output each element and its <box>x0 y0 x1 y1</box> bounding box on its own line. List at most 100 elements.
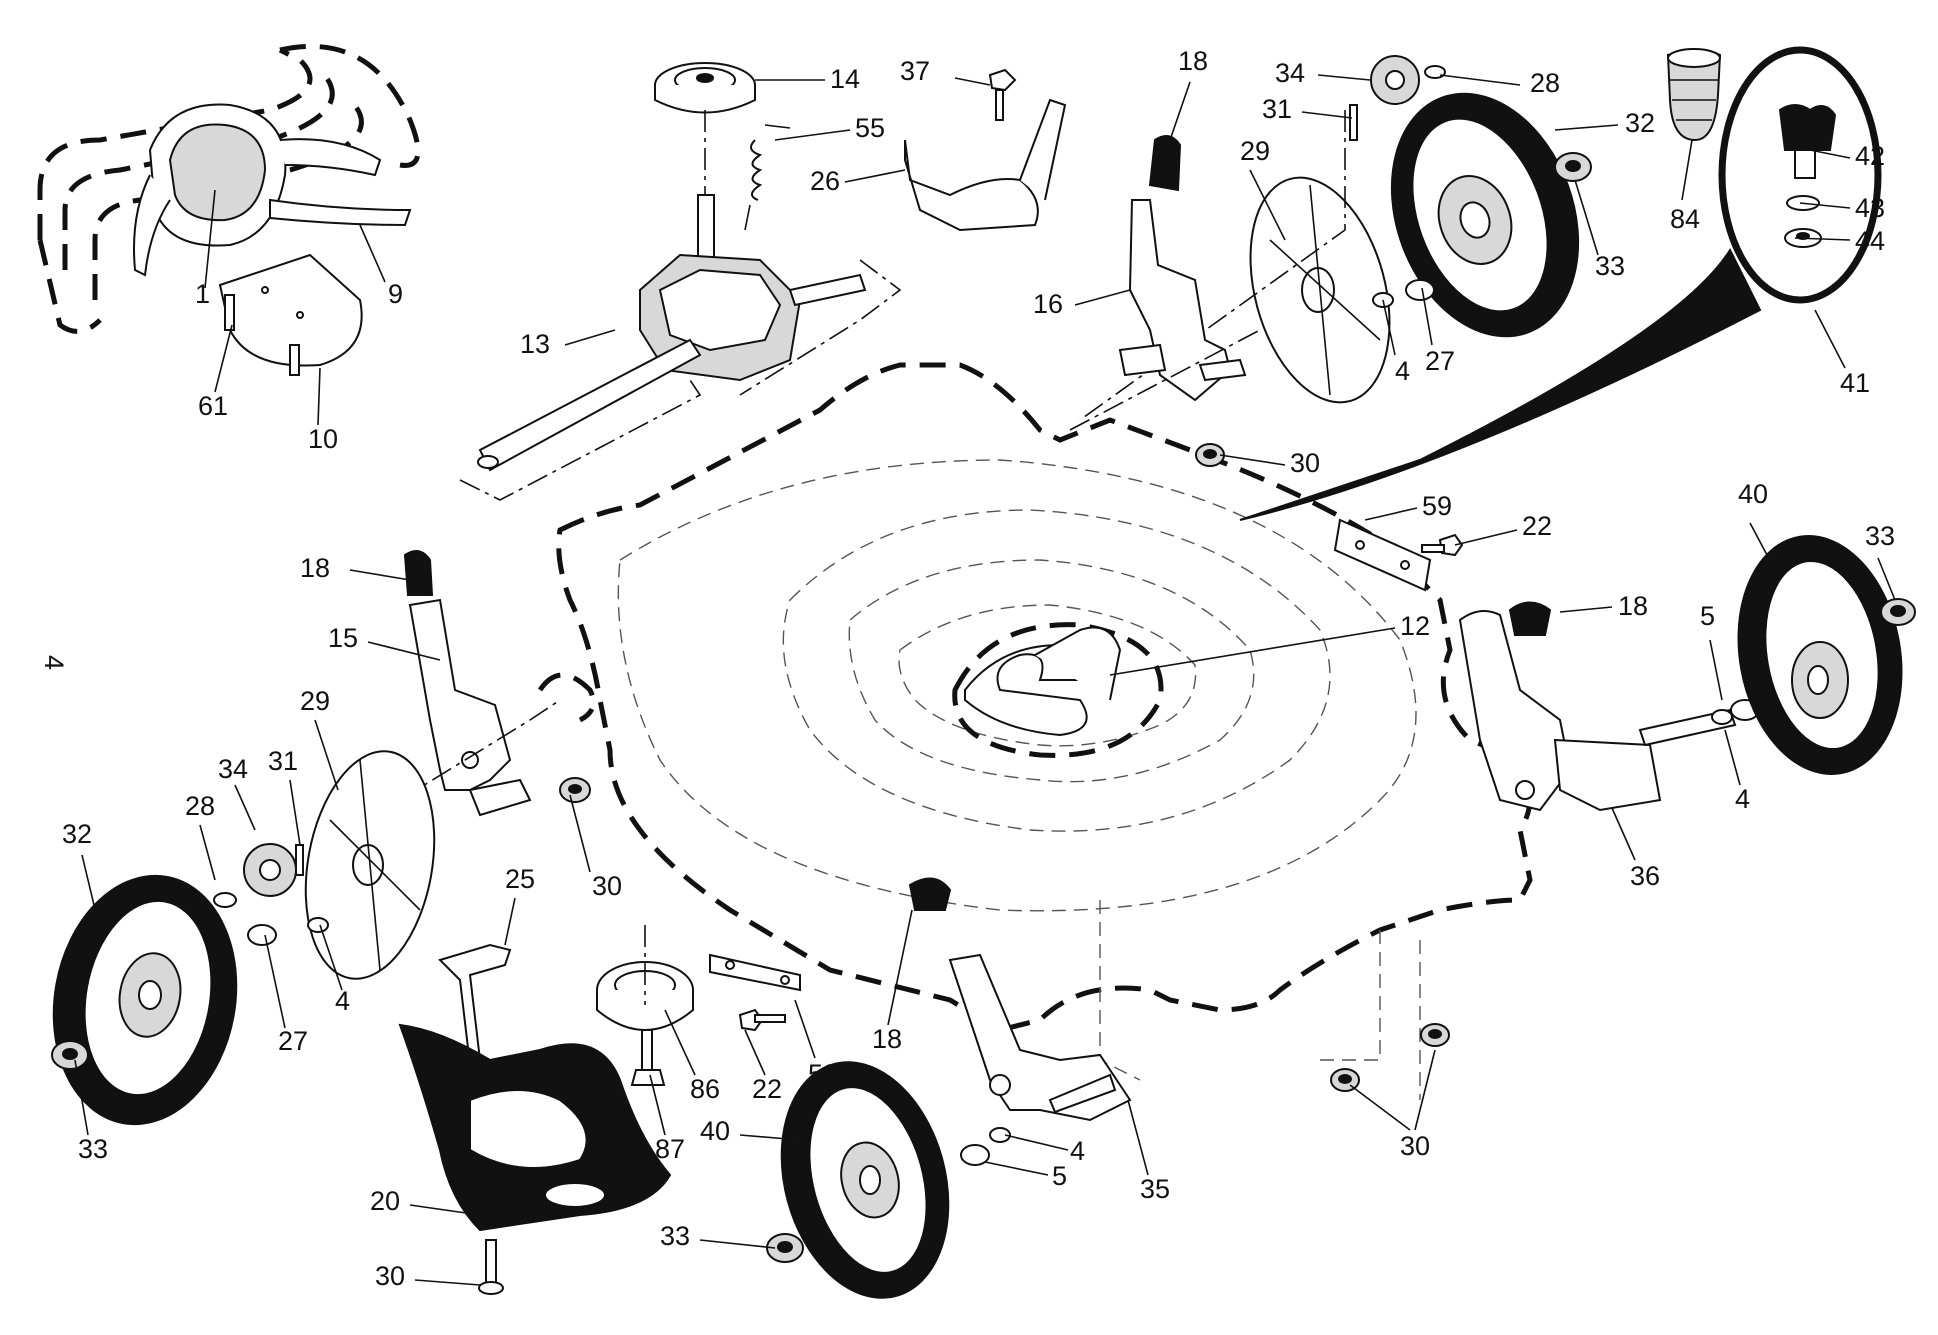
callout-label-c84: 84 <box>1670 204 1700 234</box>
part-13-transmission <box>477 194 867 472</box>
part-20-discharge-chute <box>398 1023 672 1232</box>
part-29-wheel-cover-left <box>304 750 436 980</box>
callout-label-c18a: 18 <box>1178 46 1208 76</box>
part-18-knob-right <box>1508 601 1552 636</box>
leader-c36 <box>1611 807 1636 861</box>
leader-c18b <box>1559 606 1613 613</box>
leader-c61 <box>214 324 233 393</box>
part-55-spring <box>744 124 791 231</box>
leader-c40a <box>1749 522 1776 571</box>
callout-label-c59a: 59 <box>1422 491 1452 521</box>
leader-c16 <box>1074 289 1131 306</box>
leader-c44 <box>1794 237 1851 241</box>
part-4-washer-left <box>307 917 329 933</box>
part-15-height-adjuster-left <box>403 550 532 817</box>
leader-c18d <box>887 909 913 1026</box>
callout-label-c30c: 30 <box>1400 1131 1430 1161</box>
leader-c29b <box>314 719 339 791</box>
part-9-cable <box>269 198 412 227</box>
callout-label-c33a: 33 <box>1595 251 1625 281</box>
part-10-bracket-plate <box>218 253 363 367</box>
callout-label-c4a: 4 <box>1395 356 1410 386</box>
part-5-washer-front <box>960 1144 990 1166</box>
leader-c34b <box>234 784 256 831</box>
callout-label-c4c: 4 <box>1735 784 1750 814</box>
part-30-bolt-chute <box>478 1239 504 1295</box>
callout-label-c61: 61 <box>198 391 228 421</box>
part-61-screws <box>224 294 300 376</box>
leader-c22b <box>744 1029 766 1076</box>
callout-label-c16: 16 <box>1033 289 1063 319</box>
leader-c28b <box>199 824 216 881</box>
leader-c20 <box>409 1204 481 1216</box>
callout-label-c26: 26 <box>810 166 840 196</box>
callout-label-c22b: 22 <box>752 1074 782 1104</box>
callout-label-c30d: 30 <box>375 1261 405 1291</box>
leader-c33c <box>74 1059 89 1136</box>
leader-c4e <box>1004 1134 1069 1151</box>
callout-label-c87: 87 <box>655 1134 685 1164</box>
leader-c33b <box>1877 557 1896 601</box>
part-84-knob-insert <box>1666 48 1722 142</box>
callout-label-c30a: 30 <box>1290 448 1320 478</box>
callout-label-c1: 1 <box>195 279 210 309</box>
callout-label-c42: 42 <box>1855 141 1885 171</box>
part-33-nut-upper <box>1554 152 1592 182</box>
part-25-chute-bracket <box>438 943 512 1067</box>
leader-c35 <box>1127 1099 1149 1176</box>
part-26-bracket <box>904 98 1067 232</box>
leader-c22a <box>1454 529 1518 546</box>
callout-label-c4d: 4 <box>335 986 350 1016</box>
callout-label-c15: 15 <box>328 623 358 653</box>
callout-label-c31b: 31 <box>268 746 298 776</box>
leader-c59a <box>1364 507 1418 521</box>
part-40-front-wheel-left <box>780 1061 950 1299</box>
leader-c30a <box>1219 454 1286 466</box>
callout-label-c33d: 33 <box>660 1221 690 1251</box>
leader-c4d <box>319 924 343 991</box>
leader-c33a <box>1574 179 1599 256</box>
callout-label-c55: 55 <box>855 113 885 143</box>
callout-label-c9: 9 <box>388 279 403 309</box>
part-18-knob-front <box>908 877 952 911</box>
callout-label-c13: 13 <box>520 329 550 359</box>
part-30-nut-mid-left <box>559 777 591 803</box>
leader-c41 <box>1814 309 1846 369</box>
part-12-adapter-ring <box>952 622 1164 758</box>
leader-c55 <box>774 129 851 141</box>
callout-label-c32a: 32 <box>1625 108 1655 138</box>
part-34-drive-gear-right <box>1370 55 1420 105</box>
callout-label-c25: 25 <box>505 864 535 894</box>
callout-label-c20: 20 <box>370 1186 400 1216</box>
leader-c13 <box>564 329 616 346</box>
part-37-bolt <box>988 68 1017 121</box>
leader-c31a <box>1301 111 1353 119</box>
leader-c34a <box>1317 74 1371 81</box>
callout-label-c40a: 40 <box>1738 479 1768 509</box>
leader-c4c <box>1724 729 1741 786</box>
callout-label-c29b: 29 <box>300 686 330 716</box>
part-29-wheel-cover-right <box>1249 176 1391 404</box>
callout-label-c43: 43 <box>1855 193 1885 223</box>
leader-c9 <box>359 224 386 283</box>
part-87-shoulder-bolt <box>630 1029 666 1086</box>
leader-c59b <box>794 999 816 1059</box>
leader-c30d <box>414 1279 481 1286</box>
part-59-plate-left <box>709 953 801 992</box>
callout-label-c5a: 5 <box>1700 601 1715 631</box>
leader-c40b <box>739 1134 801 1141</box>
leader-c26 <box>844 169 906 183</box>
part-32-rear-wheel-right <box>1390 92 1580 338</box>
callout-label-c18b: 18 <box>1618 591 1648 621</box>
leader-c25 <box>504 897 516 946</box>
callout-label-c18d: 18 <box>872 1024 902 1054</box>
leader-c43 <box>1799 202 1851 209</box>
leader-c31b <box>289 779 301 846</box>
callout-leaders <box>74 74 1896 1286</box>
callout-label-c27a: 27 <box>1425 346 1455 376</box>
part-16-height-adjuster-upper <box>1118 135 1247 402</box>
leader-c27b <box>264 934 286 1029</box>
callout-label-c44: 44 <box>1855 226 1885 256</box>
leader-c33d <box>699 1239 776 1249</box>
